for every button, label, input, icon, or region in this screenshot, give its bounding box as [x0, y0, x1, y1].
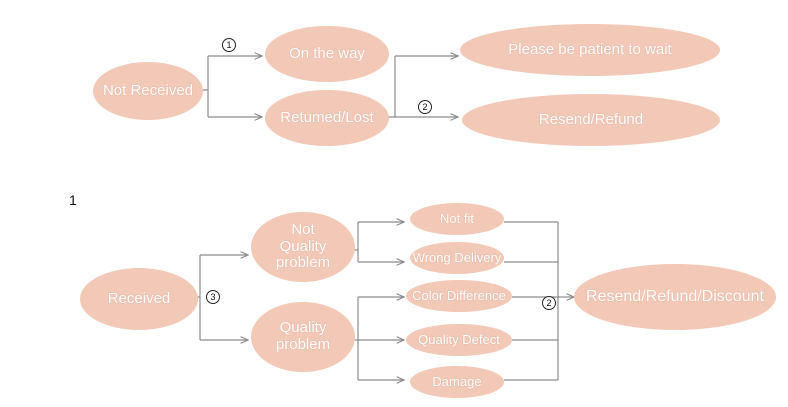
node-please-wait: Please be patient to wait — [460, 24, 720, 76]
node-on-the-way: On the way — [265, 26, 389, 82]
step-marker-1: 1 — [222, 38, 236, 52]
connector-merge-trunk — [504, 221, 559, 381]
node-quality-problem: Quality problem — [251, 302, 355, 372]
step-marker-2: 2 — [418, 100, 432, 114]
step-marker-merge: 2 — [542, 296, 556, 310]
connector-rl-trunk — [388, 56, 396, 118]
node-resend-refund-discount: Resend/Refund/Discount — [574, 264, 776, 330]
stray-label: 1 — [69, 192, 77, 208]
node-damage: Damage — [410, 366, 504, 398]
node-quality-defect: Quality Defect — [406, 324, 512, 356]
node-color-difference: Color Difference — [406, 280, 512, 312]
node-resend-refund: Resend/Refund — [462, 94, 720, 146]
node-returned-lost: Retumed/Lost — [265, 90, 389, 146]
node-not-fit: Not fit — [410, 203, 504, 235]
node-wrong-delivery: Wrong Delivery — [410, 242, 504, 274]
node-not-quality-problem: Not Quality problem — [251, 212, 355, 282]
node-not-received: Not Received — [93, 62, 203, 120]
step-marker-3: 3 — [206, 290, 220, 304]
node-received: Received — [80, 268, 198, 330]
